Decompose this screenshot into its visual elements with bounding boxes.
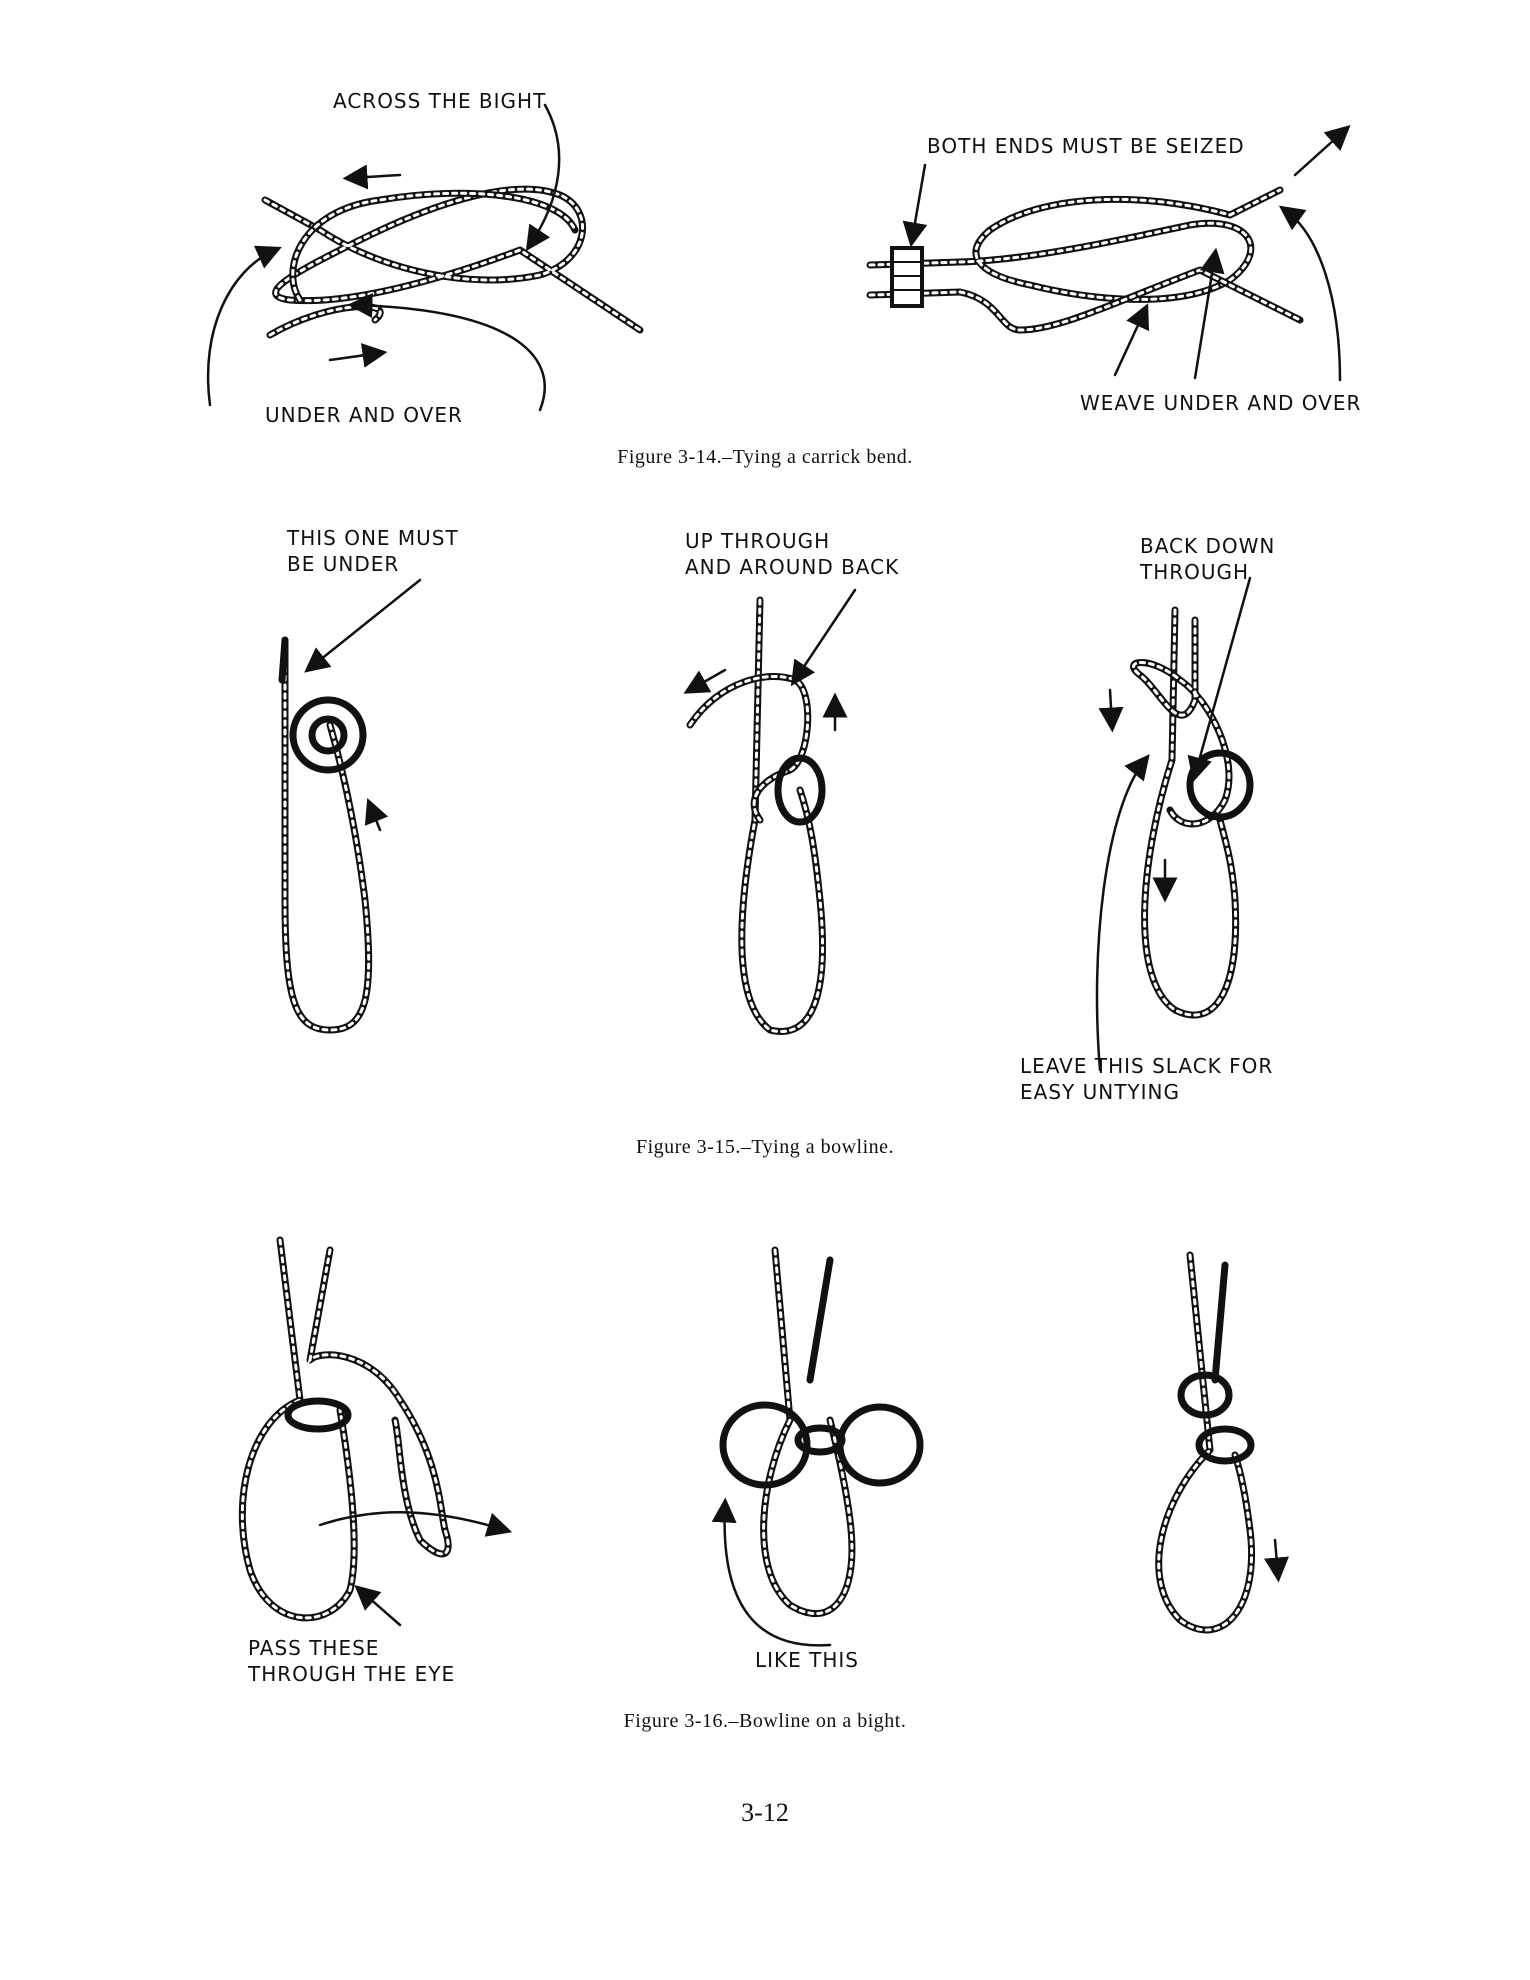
label-this-one-under: THIS ONE MUST BE UNDER bbox=[287, 526, 459, 576]
bowline-step-3-drawing bbox=[1095, 576, 1254, 1072]
bowline-step-2-drawing bbox=[683, 588, 857, 1035]
caption-figure-3-14: Figure 3-14.–Tying a carrick bend. bbox=[617, 446, 913, 468]
bight-step-2-drawing bbox=[711, 1246, 924, 1647]
label-under-and-over: UNDER AND OVER bbox=[265, 403, 463, 427]
bowline-step-1-drawing bbox=[278, 578, 422, 1034]
caption-figure-3-15: Figure 3-15.–Tying a bowline. bbox=[635, 1136, 895, 1158]
carrick-bend-right-drawing bbox=[866, 124, 1351, 382]
label-both-ends-seized: BOTH ENDS MUST BE SEIZED bbox=[927, 134, 1245, 158]
label-up-through: UP THROUGH AND AROUND BACK bbox=[685, 529, 900, 579]
caption-figure-3-16: Figure 3-16.–Bowline on a bight. bbox=[623, 1710, 907, 1732]
page-number: 3-12 bbox=[741, 1798, 789, 1827]
bight-step-1-drawing bbox=[238, 1236, 513, 1627]
label-leave-slack: LEAVE THIS SLACK FOR EASY UNTYING bbox=[1020, 1054, 1274, 1104]
bight-step-3-drawing bbox=[1155, 1251, 1289, 1634]
label-pass-these: PASS THESE THROUGH THE EYE bbox=[248, 1636, 456, 1686]
label-like-this: LIKE THIS bbox=[755, 1648, 859, 1672]
label-back-down: BACK DOWN THROUGH bbox=[1140, 534, 1276, 584]
label-weave-under-over: WEAVE UNDER AND OVER bbox=[1080, 391, 1362, 415]
label-across-the-bight: ACROSS THE BIGHT bbox=[333, 89, 547, 113]
carrick-bend-left-drawing bbox=[206, 103, 644, 412]
